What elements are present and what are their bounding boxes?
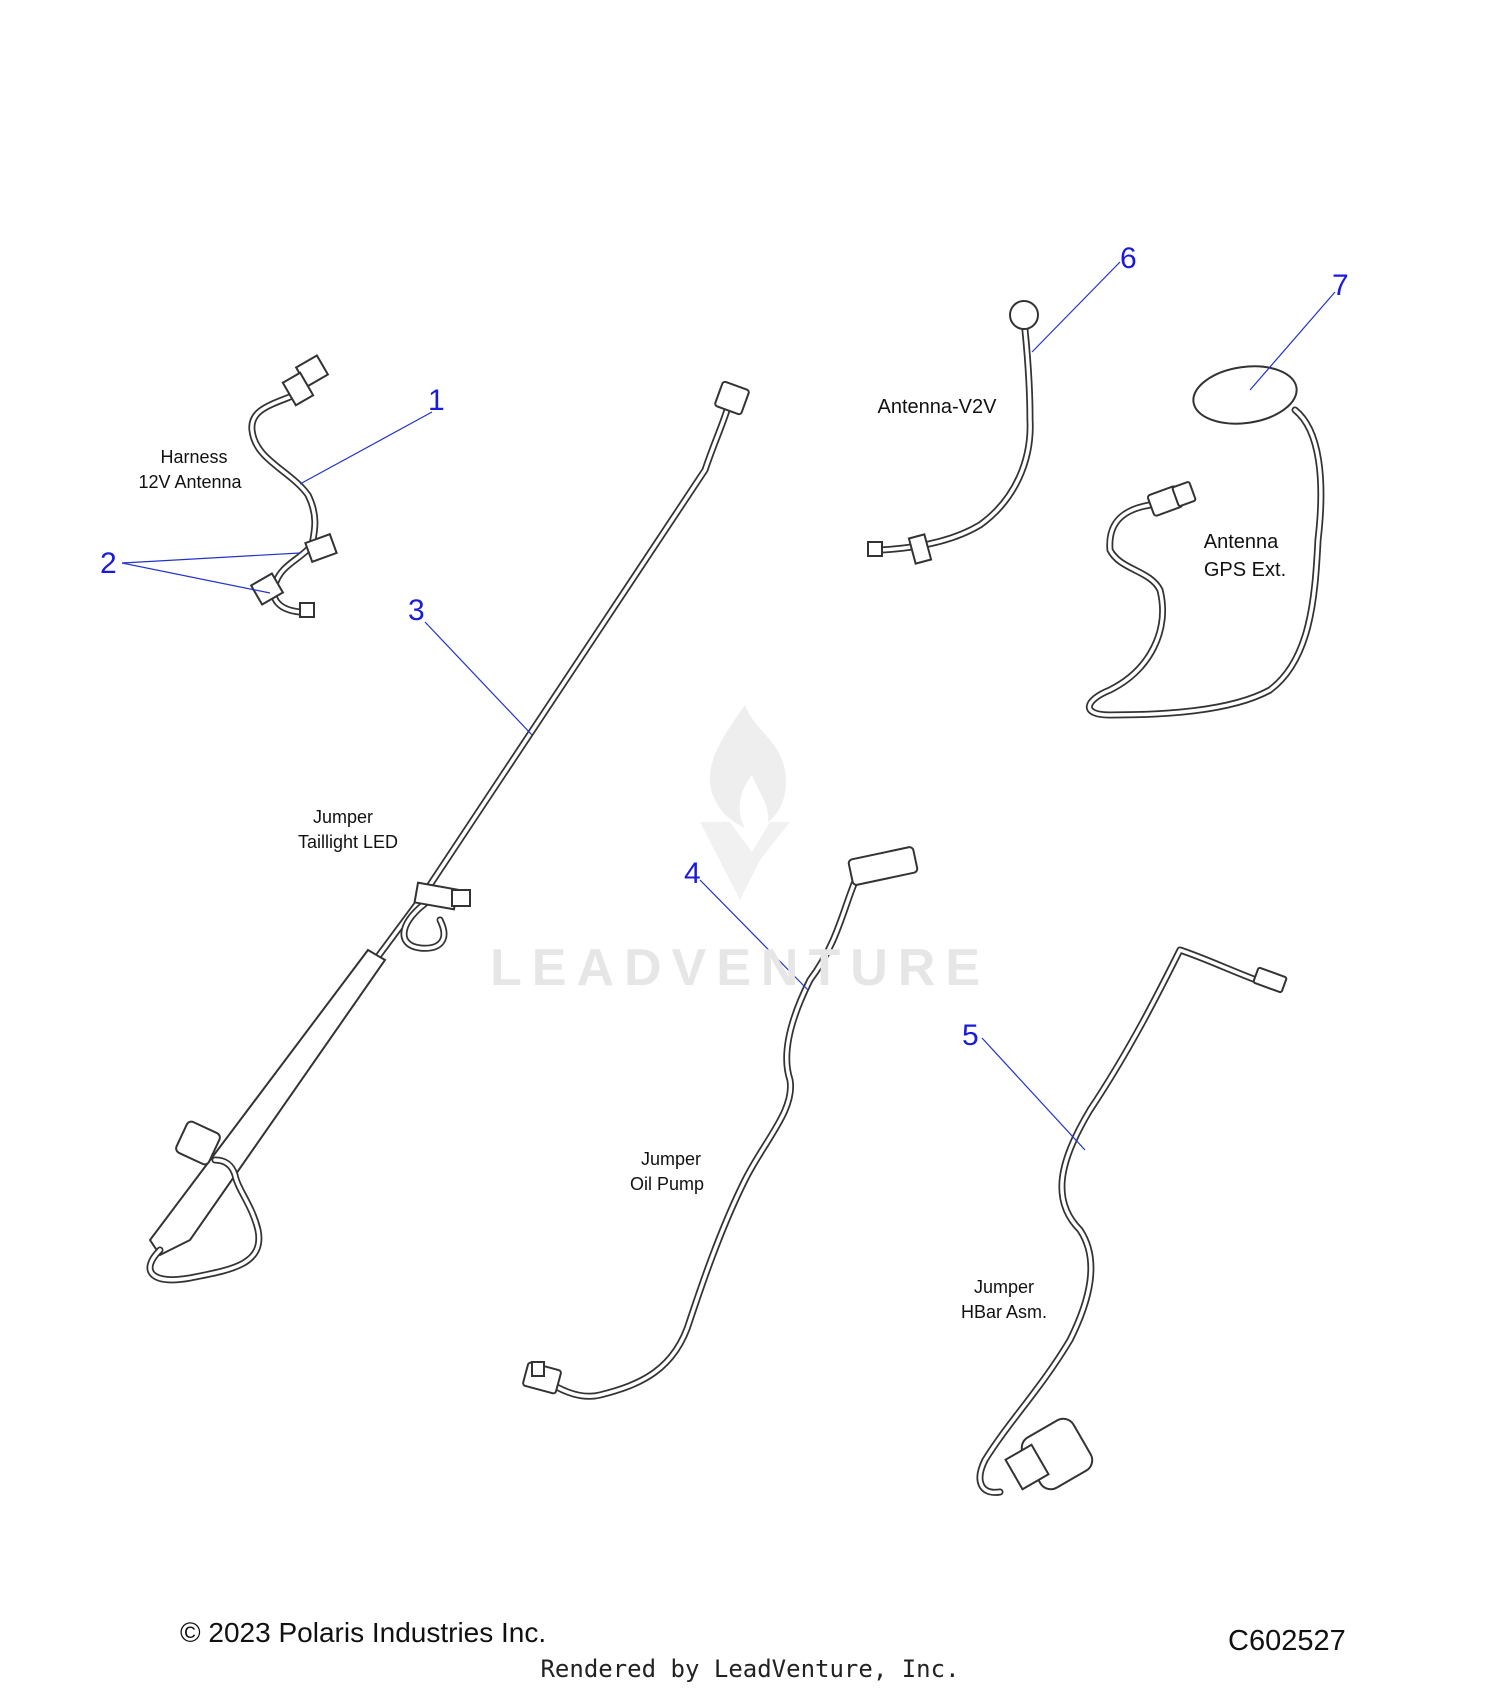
figure-code: C602527	[1228, 1625, 1346, 1657]
antenna-gps-part	[1085, 365, 1325, 719]
callout-7: 7	[1332, 269, 1349, 302]
leader-line-7	[1249, 291, 1336, 391]
watermark-logo	[700, 705, 790, 900]
jumper-oil-pump-part	[522, 846, 919, 1400]
jumper-hbar-part	[976, 946, 1288, 1496]
rendered-by-text: Rendered by LeadVenture, Inc.	[540, 1655, 960, 1683]
callout-3: 3	[408, 594, 425, 627]
jumper-taillight-led-part	[146, 380, 750, 1284]
callout-5: 5	[962, 1019, 979, 1052]
leader-line-4	[699, 879, 809, 991]
leader-lines	[121, 261, 1336, 1151]
leader-line-6	[1031, 261, 1121, 353]
leader-line-1	[299, 411, 433, 485]
label-harness-line1: Harness	[160, 447, 227, 467]
leader-line-2b	[121, 562, 271, 594]
label-oilpump-line2: Oil Pump	[630, 1174, 704, 1194]
label-taillight-line2: Taillight LED	[298, 832, 398, 852]
callout-1: 1	[428, 384, 445, 417]
label-hbar-line2: HBar Asm.	[961, 1302, 1047, 1322]
label-oilpump-line1: Jumper	[641, 1149, 701, 1169]
leader-line-2a	[121, 552, 301, 564]
watermark-text: LEADVENTURE	[490, 939, 991, 997]
antenna-v2v-part	[867, 300, 1039, 565]
leader-line-5	[981, 1037, 1086, 1151]
callout-4: 4	[684, 857, 701, 890]
part-labels: Harness 12V Antenna Jumper Taillight LED…	[138, 396, 1286, 1322]
leader-line-3	[424, 621, 533, 736]
callout-numbers: 1 2 3 4 5 6 7	[100, 242, 1349, 1052]
label-harness-line2: 12V Antenna	[138, 472, 242, 492]
copyright-text: © 2023 Polaris Industries Inc.	[180, 1617, 547, 1648]
callout-2: 2	[100, 547, 117, 580]
label-gps-line1: Antenna	[1204, 531, 1279, 553]
label-gps-line2: GPS Ext.	[1204, 559, 1286, 581]
label-hbar-line1: Jumper	[974, 1277, 1034, 1297]
harness-12v-antenna-part	[248, 354, 338, 618]
callout-6: 6	[1120, 242, 1137, 275]
label-v2v: Antenna-V2V	[878, 396, 998, 418]
label-taillight-line1: Jumper	[313, 807, 373, 827]
